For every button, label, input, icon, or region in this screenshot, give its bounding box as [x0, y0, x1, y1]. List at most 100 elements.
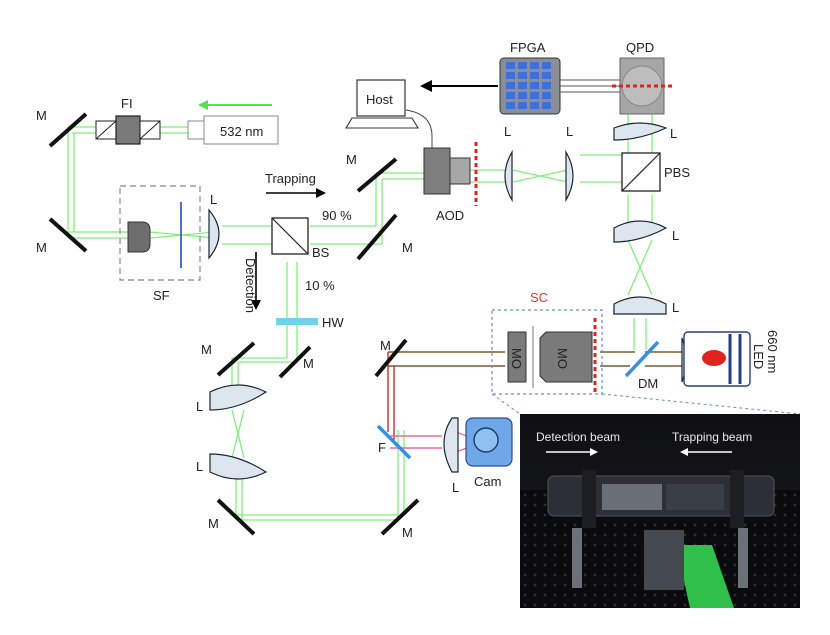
- mo-label-2: MO: [555, 348, 570, 369]
- fpga-cell: [506, 72, 515, 79]
- aod-lenses: L L: [504, 124, 574, 203]
- sample-chamber: SC MO MO: [491, 290, 603, 395]
- photo-trapping-label: Trapping beam: [672, 430, 752, 444]
- fpga-cell: [518, 92, 527, 99]
- fpga-cell: [518, 102, 527, 109]
- aod: AOD: [423, 142, 478, 223]
- fpga-cell: [542, 82, 551, 89]
- polarizing-beam-splitter: PBS: [621, 152, 690, 192]
- mirror-2: [48, 217, 88, 253]
- mirror-1: [48, 112, 88, 148]
- fpga-cell: [530, 102, 539, 109]
- mirror-7: [216, 498, 256, 536]
- lens-label-det-1: L: [196, 399, 203, 414]
- mirror-label-6: M: [303, 356, 314, 371]
- half-wave-plate: HW: [276, 315, 344, 330]
- mirror-3: [356, 157, 398, 193]
- mirror-label-1: M: [36, 108, 47, 123]
- fpga-label: FPGA: [510, 40, 546, 55]
- lens-label-sf: L: [210, 192, 217, 207]
- lens-sf: L: [208, 192, 220, 260]
- laser-label: 532 nm: [220, 124, 263, 139]
- mirror-8: [380, 498, 420, 536]
- aod-label: AOD: [436, 208, 464, 223]
- pct90-label: 90 %: [322, 208, 352, 223]
- lens-label-aod-2: L: [566, 124, 573, 139]
- photo-detection-label: Detection beam: [536, 430, 620, 444]
- trapping-annotation: Trapping 90 %: [265, 171, 352, 223]
- fpga-cell: [530, 82, 539, 89]
- fpga-cell: [542, 92, 551, 99]
- laser-532: 532 nm: [187, 115, 279, 145]
- mirror-label-9: M: [380, 338, 391, 353]
- mo-label-1: MO: [509, 348, 524, 369]
- mirror-label-4: M: [402, 240, 413, 255]
- fpga-cell: [518, 72, 527, 79]
- mirrors: M M M M M M M M M: [36, 108, 420, 540]
- host-computer: Host: [345, 79, 433, 154]
- fpga-cell: [530, 62, 539, 69]
- mirror-label-2: M: [36, 240, 47, 255]
- lens-label-cam: L: [452, 480, 459, 495]
- detection-annotation: Detection 10 %: [243, 252, 335, 313]
- trapping-label: Trapping: [265, 171, 316, 186]
- hw-label: HW: [322, 315, 344, 330]
- led-wavelength: 660 nm: [765, 330, 780, 373]
- fpga-cell: [542, 72, 551, 79]
- fpga: FPGA: [499, 40, 620, 115]
- filter: F: [376, 424, 412, 460]
- mirror-4: [356, 213, 398, 261]
- fi-label: FI: [121, 96, 133, 111]
- beam-splitter: BS: [271, 217, 330, 260]
- zoom-lines: [491, 393, 801, 415]
- led-paths: [387, 351, 685, 453]
- cam-label: Cam: [474, 474, 501, 489]
- filter-label: F: [378, 440, 386, 455]
- mirror-label-8: M: [402, 525, 413, 540]
- spatial-filter: SF: [119, 185, 201, 303]
- camera: L Cam: [443, 417, 513, 495]
- qpd: QPD: [612, 40, 672, 115]
- pct10-label: 10 %: [305, 278, 335, 293]
- fpga-cell: [542, 102, 551, 109]
- mirror-9: [374, 338, 408, 378]
- mirror-6: [278, 345, 312, 379]
- fpga-cell-grid: [506, 62, 551, 109]
- lens-label-r2: L: [672, 300, 679, 315]
- mirror-5: [216, 341, 256, 377]
- qpd-label: QPD: [626, 40, 654, 55]
- fpga-cell: [542, 62, 551, 69]
- mirror-label-5: M: [201, 342, 212, 357]
- lens-label-r1: L: [672, 228, 679, 243]
- host-label: Host: [366, 92, 393, 107]
- fpga-cell: [506, 92, 515, 99]
- led-label: LED: [751, 344, 766, 369]
- fpga-cell: [518, 62, 527, 69]
- dichroic-mirror: DM: [624, 340, 660, 391]
- detection-label: Detection: [243, 258, 258, 313]
- pbs-label: PBS: [664, 165, 690, 180]
- lens-label-qpd: L: [670, 126, 677, 141]
- fpga-cell: [506, 102, 515, 109]
- fpga-cell: [530, 72, 539, 79]
- lens-label-det-2: L: [196, 459, 203, 474]
- lens-qpd: L: [613, 122, 677, 141]
- fpga-cell: [530, 92, 539, 99]
- fpga-to-host-arrow: [420, 80, 498, 92]
- mirror-label-7: M: [208, 516, 219, 531]
- led: LED 660 nm: [681, 330, 780, 387]
- sf-label: SF: [153, 288, 170, 303]
- mirror-label-3: M: [346, 152, 357, 167]
- laser-direction-arrow: [198, 100, 272, 110]
- lens-label-aod-1: L: [504, 124, 511, 139]
- fpga-cell: [518, 82, 527, 89]
- bs-label: BS: [312, 245, 330, 260]
- right-lenses: L L: [613, 220, 679, 316]
- sc-label: SC: [530, 290, 548, 305]
- detection-lenses: L L: [196, 384, 268, 480]
- setup-photo: Detection beam Trapping beam: [520, 414, 800, 608]
- dm-label: DM: [638, 376, 658, 391]
- faraday-isolator: FI: [95, 96, 161, 145]
- fpga-cell: [506, 62, 515, 69]
- fpga-cell: [506, 82, 515, 89]
